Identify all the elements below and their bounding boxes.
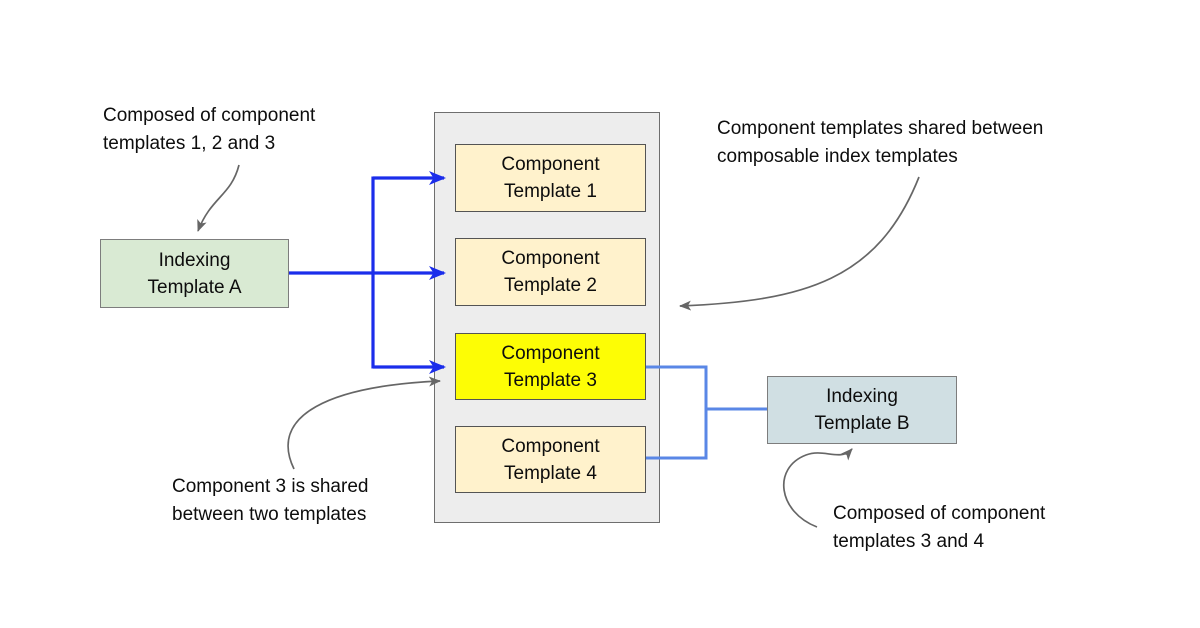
annotation-bottom-left: Component 3 is shared between two templa… [172,473,368,529]
component-template-3-box: Component Template 3 [455,333,646,400]
indexing-template-b-box: Indexing Template B [767,376,957,444]
annotation-bottom-right-line2: templates 3 and 4 [833,531,985,552]
component-template-1-label-line2: Template 1 [504,181,597,202]
annotation-arrow-to-indexing-a [197,164,240,232]
annotation-top-right-line1: Component templates shared between [717,118,1044,139]
indexing-template-b-label-line1: Indexing [826,386,898,407]
indexing-template-a-box: Indexing Template A [100,239,289,308]
component-template-3-label-line2: Template 3 [504,369,597,391]
component-template-4-box: Component Template 4 [455,426,646,493]
component-template-4-label-line1: Component [501,435,600,457]
annotation-top-right: Component templates shared between compo… [717,115,1043,171]
component-template-2-box: Component Template 2 [455,238,646,306]
annotation-bottom-right-line1: Composed of component [833,503,1046,524]
annotation-bottom-left-line2: between two templates [172,504,367,525]
annotation-arrow-to-container [679,176,920,311]
component-template-2-label-line2: Template 2 [504,275,597,296]
annotation-top-left: Composed of component templates 1, 2 and… [103,102,315,158]
component-template-4-label-line2: Template 4 [504,462,597,484]
annotation-top-right-line2: composable index templates [717,146,958,167]
annotation-arrow-to-component-3 [287,376,441,470]
component-template-1-label-line1: Component [501,154,600,175]
indexing-template-b-label-line2: Template B [814,413,910,434]
annotation-top-left-line1: Composed of component [103,105,316,126]
indexing-template-a-label-line2: Template A [147,276,242,298]
annotation-bottom-left-line1: Component 3 is shared [172,476,369,497]
indexing-template-a-label-line1: Indexing [158,249,231,271]
annotation-top-left-line2: templates 1, 2 and 3 [103,133,276,154]
annotation-bottom-right: Composed of component templates 3 and 4 [833,500,1045,556]
component-template-2-label-line1: Component [501,248,600,269]
component-template-3-label-line1: Component [501,342,600,364]
component-template-1-box: Component Template 1 [455,144,646,212]
